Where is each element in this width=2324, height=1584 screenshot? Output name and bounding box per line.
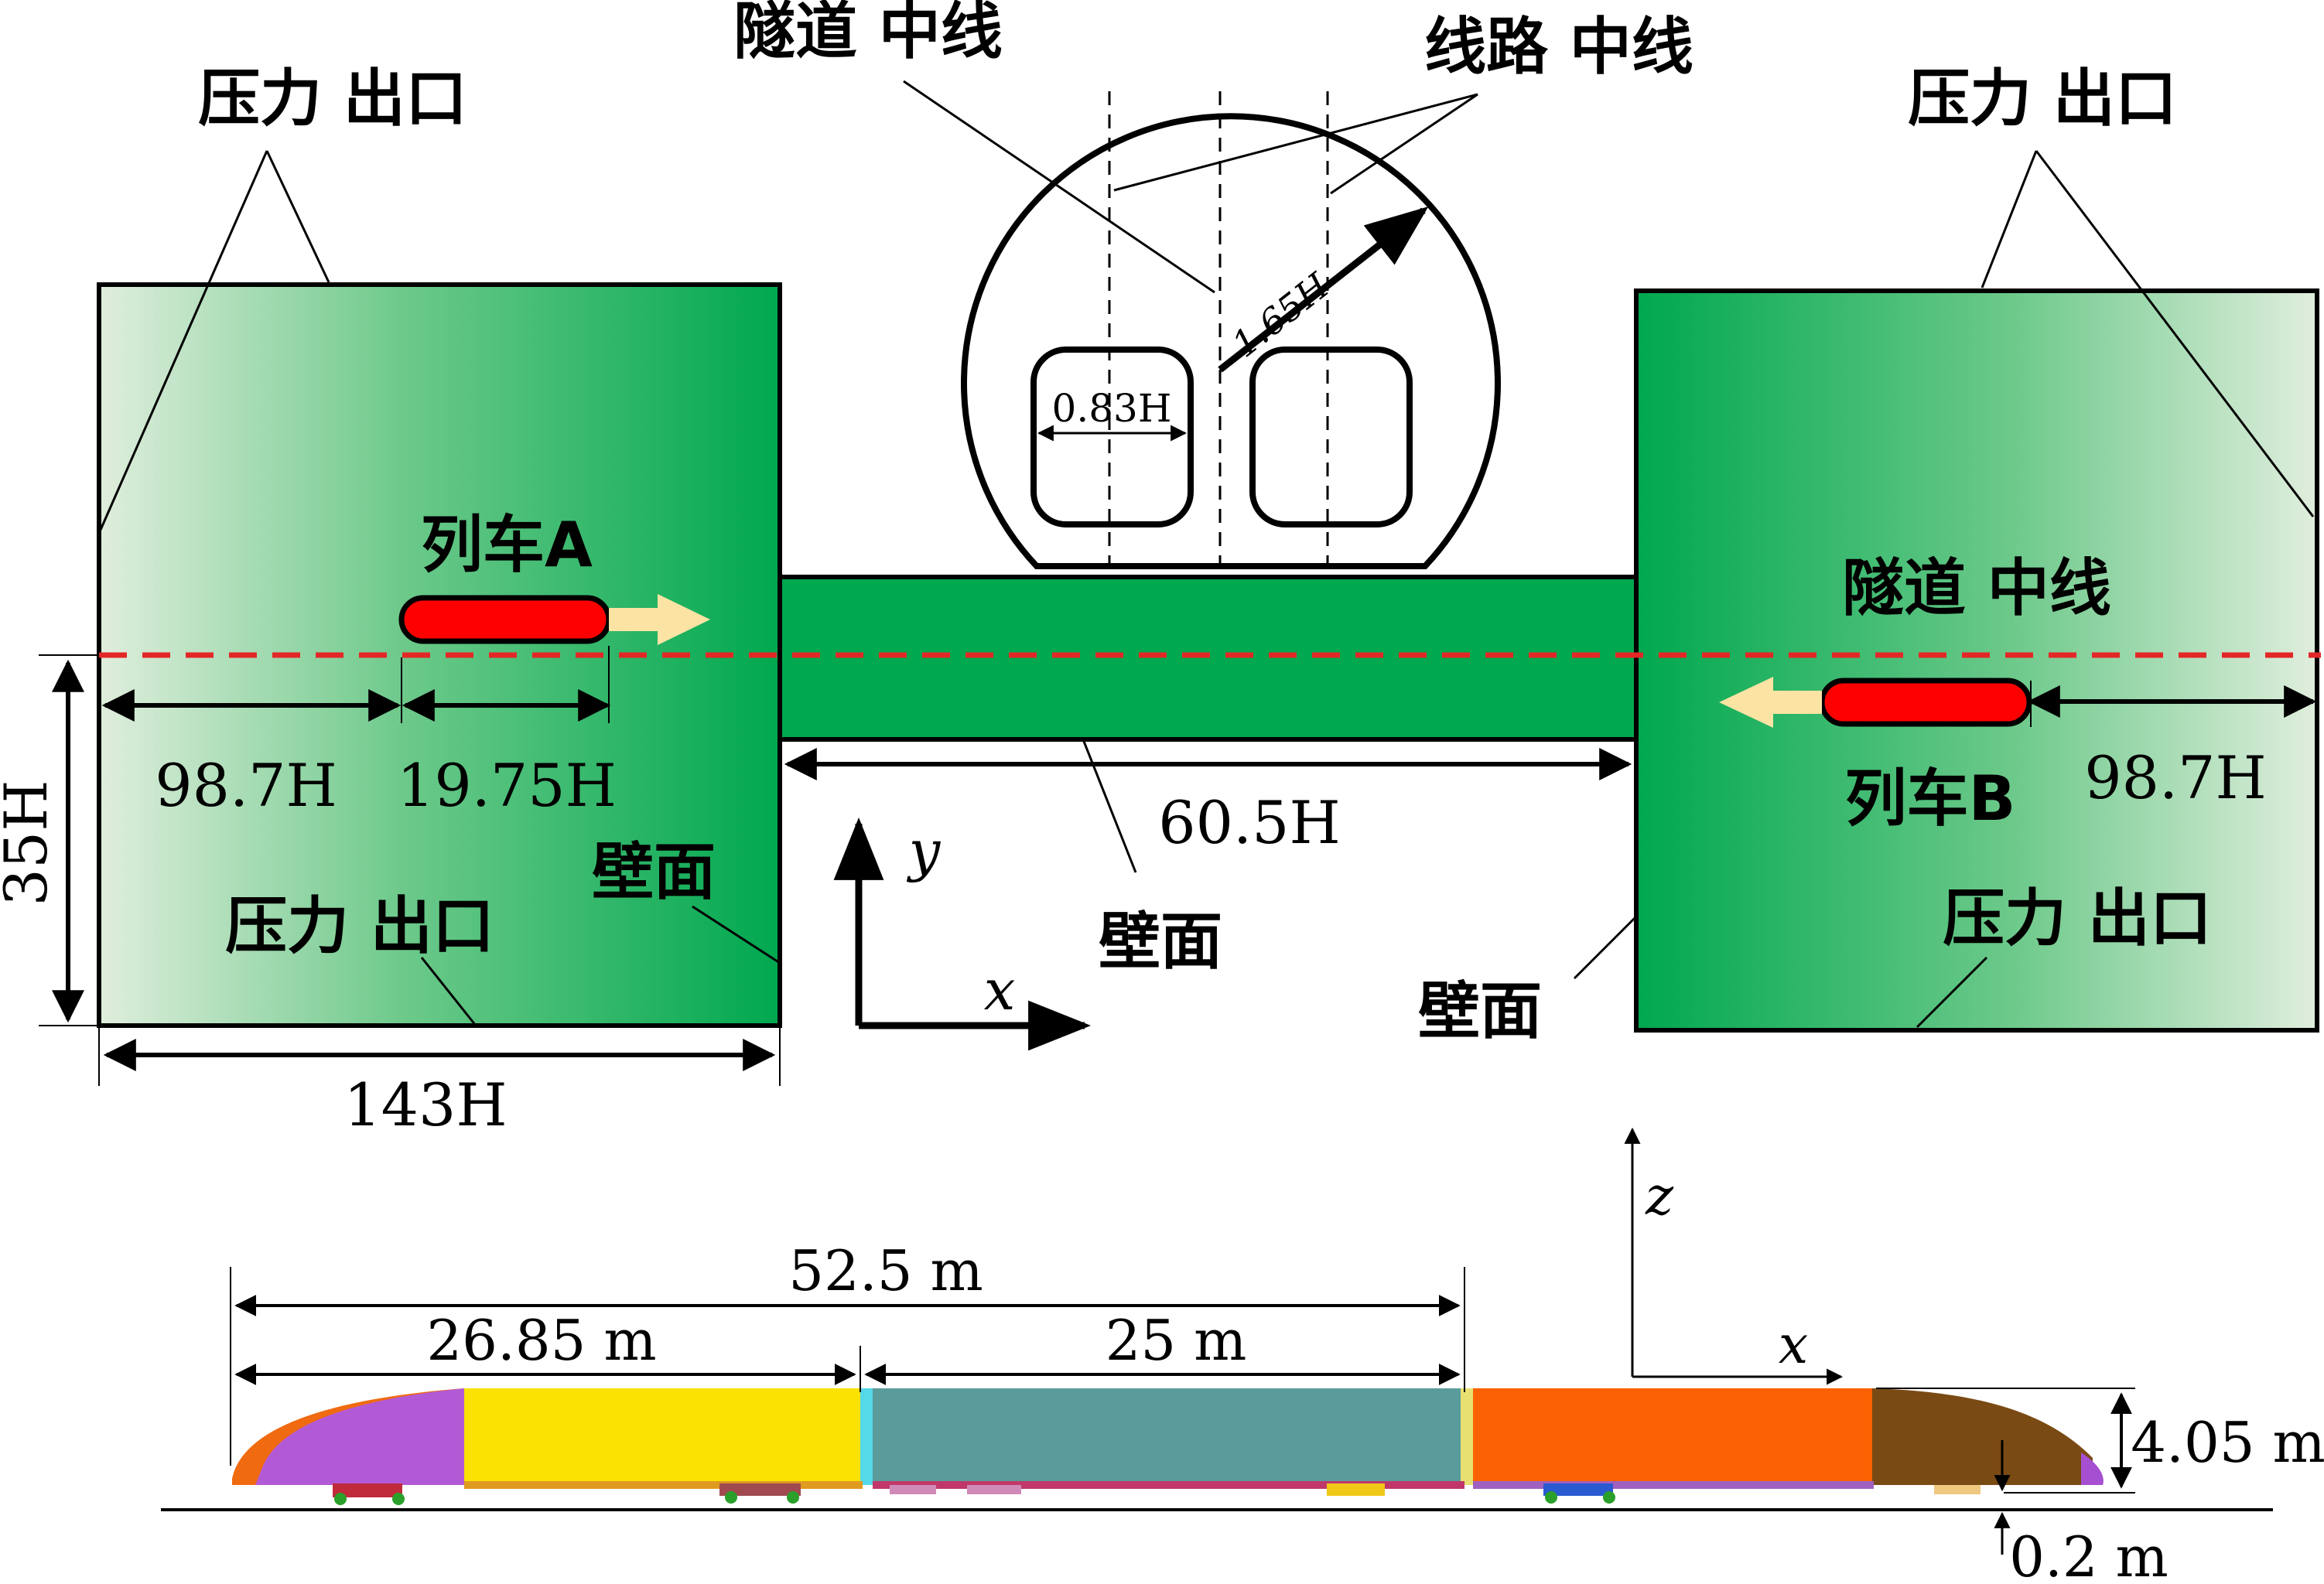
- leader-track-centerline-2: [1330, 93, 1478, 195]
- wall-label-right: 壁面: [1418, 975, 1542, 1047]
- pressure-outlet-right-bottom: 压力 出口: [1943, 882, 2212, 954]
- train-b: [1819, 678, 2032, 727]
- dim-98-7-left: 98.7H: [155, 751, 337, 820]
- dim-clearance: 0.2 m: [2009, 1524, 2168, 1584]
- leader-track-centerline-1: [1113, 93, 1478, 192]
- dim-middle: 25 m: [1106, 1308, 1247, 1373]
- train-b-label: 列车B: [1845, 763, 2016, 835]
- wall-label-center: 壁面: [1099, 906, 1222, 978]
- pressure-outlet-left-top: 压力 出口: [198, 63, 467, 135]
- dim-35: 35H: [0, 780, 60, 906]
- dim-60-5: 60.5H: [1158, 788, 1341, 857]
- leader-tunnel-centerline: [903, 80, 1215, 294]
- train-b-direction-arrow: [1719, 677, 1822, 728]
- axis-x-label: x: [984, 958, 1016, 1022]
- train-a: [398, 595, 612, 644]
- dim-height: 4.05 m: [2131, 1410, 2324, 1475]
- axis-x-bottom-label: x: [1779, 1315, 1808, 1376]
- track-centerline-label: 线路 中线: [1424, 11, 1693, 83]
- track-width-label: 0.83H: [1052, 386, 1172, 431]
- tunnel-cross-section: [903, 80, 1501, 569]
- right-domain: [1634, 288, 2319, 1033]
- dim-98-7-right: 98.7H: [2084, 743, 2267, 812]
- tunnel-centerline-label: 隧道 中线: [733, 0, 1003, 67]
- train-side-view: [232, 1388, 2104, 1505]
- pressure-outlet-right-top: 压力 出口: [1908, 63, 2177, 135]
- dim-19-75: 19.75H: [397, 751, 617, 820]
- train-a-label: 列车A: [421, 509, 593, 581]
- pressure-outlet-left-bottom: 压力 出口: [225, 890, 494, 962]
- dim-143: 143H: [343, 1070, 507, 1139]
- wall-label-left: 壁面: [592, 836, 716, 908]
- dim-head: 26.85 m: [426, 1308, 656, 1373]
- tunnel-strip: [778, 575, 1639, 742]
- train-a-direction-arrow: [609, 594, 710, 645]
- dim-total: 52.5 m: [788, 1238, 983, 1303]
- tunnel-centerline-label-right: 隧道 中线: [1842, 552, 2111, 624]
- axis-z-label: z: [1645, 1166, 1674, 1227]
- axis-y-label: y: [907, 818, 942, 883]
